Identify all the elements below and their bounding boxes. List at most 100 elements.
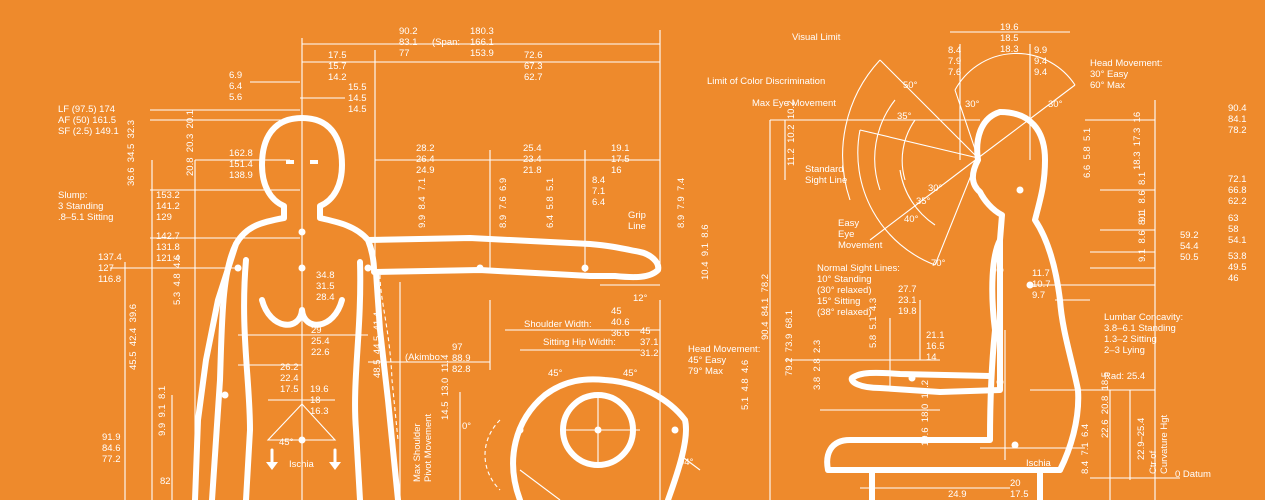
radius-label: Rad: 25.4 [1104,371,1146,382]
v-torso-values: 45.5 42.4 39.6 [128,303,139,370]
v-forearm-thick-values: 8.9 7.6 6.9 [498,177,509,228]
deg-30c: 30° [928,183,943,194]
limit-color-label: Limit of Color Discrimination [707,76,826,87]
grip-line-label: Grip Line [628,210,646,232]
angle-0-label: 0° [462,421,472,432]
ischia-angle-label: 45° [279,437,294,448]
standard-sight-label: Standard Sight Line [805,164,848,186]
seated-side-figure [824,52,1082,500]
v-neck-values: 14.5 13.0 11.4 [440,354,451,420]
v-wrist-thick-values: 6.4 5.8 5.1 [545,177,556,228]
v-hand-thick-values: 8.9 7.9 7.4 [676,177,687,228]
normal-sight-label: Normal Sight Lines: 10° Standing (30° re… [817,263,900,318]
visual-limit-label: Visual Limit [792,32,841,43]
seated-front-figure [484,376,701,500]
v-curvature-range: 22.9–25.4 [1136,417,1147,460]
v-arm-thick-values: 9.9 8.4 7.1 [417,177,428,228]
shoulder-width-label: Shoulder Width: [524,319,592,330]
head-movement-side-label: Head Movement: 30° Easy 60° Max [1090,58,1163,91]
deg-40: 40° [904,214,919,225]
head-angle-left: 45° [548,368,563,379]
v-waist-side-values: 9.1 8.6 8.1 [1137,211,1148,262]
v-neck-side-values: 18.3 17.3 16 [1132,111,1143,170]
akimbo-label: (Akimbo: [405,352,443,363]
easy-eye-label: Easy Eye Movement [838,218,883,251]
v-thigh-side-values: 19.6 18.0 10.2 [920,379,931,446]
angle-12-label: 12° [633,293,648,304]
dimension-lines [110,30,1180,500]
v-seat-side-values: 8.4 7.1 6.4 [1080,423,1091,474]
angle-94-label: 94° [679,457,694,468]
zero-datum-label: 0 Datum [1175,469,1211,480]
ischia-front-label: Ischia [289,459,314,470]
slump-label: Slump: 3 Standing .8–5.1 Sitting [58,190,114,223]
v-nose-values: 6.6 5.8 5.1 [1082,127,1093,178]
ischia-side-label: Ischia [1026,458,1051,469]
deg-30a: 30° [965,99,980,110]
v-arm-hang-values: 48.5 44.5 41.4 [372,311,383,378]
standing-figure [192,115,662,500]
max-eye-label: Max Eye Movement [752,98,836,109]
v-head-values: 36.6 34.5 32.3 [126,119,137,186]
v-hand-rest-values: 5.1 4.8 4.6 [740,359,751,410]
v-sitting-height-values: 90.4 84.1 78.2 [760,273,771,340]
v-fist-values: 3.8 2.8 2.3 [812,339,823,390]
v-curvature-label: Ctr of Curvature Hgt [1148,414,1170,474]
knee-value: 24.9 [948,489,967,500]
deg-35a: 35° [897,111,912,122]
head-angle-right: 45° [623,368,638,379]
span-label: (Span: [432,37,460,48]
v-eye-sit-values: 79.2 73.9 68.1 [784,309,795,376]
deg-30b: 30° [1048,99,1063,110]
deg-35b: 35° [916,196,931,207]
v-eye-top-values: 11.2 10.2 10.2 [786,100,797,166]
crotch2-value: 82 [160,476,171,487]
deg-50: 50° [903,80,918,91]
deg-70: 70° [931,258,946,269]
v-face-values: 20.8 20.3 20.1 [185,109,196,176]
v-hand-len-values: 10.4 9.1 8.6 [700,224,711,281]
v-crotch-values: 9.9 9.1 8.1 [157,385,168,436]
head-movement-front-label: Head Movement: 45° Easy 79° Max [688,344,761,377]
v-bust-drop-values: 5.3 4.8 4.6 [172,254,183,305]
v-max-shoulder-label: Max Shoulder Pivot Movement [412,413,434,482]
v-elbow-rest-values: 5.8 5.1 4.3 [868,297,879,348]
v-seat-back-values: 22.6 20.8 18.5 [1100,371,1111,438]
